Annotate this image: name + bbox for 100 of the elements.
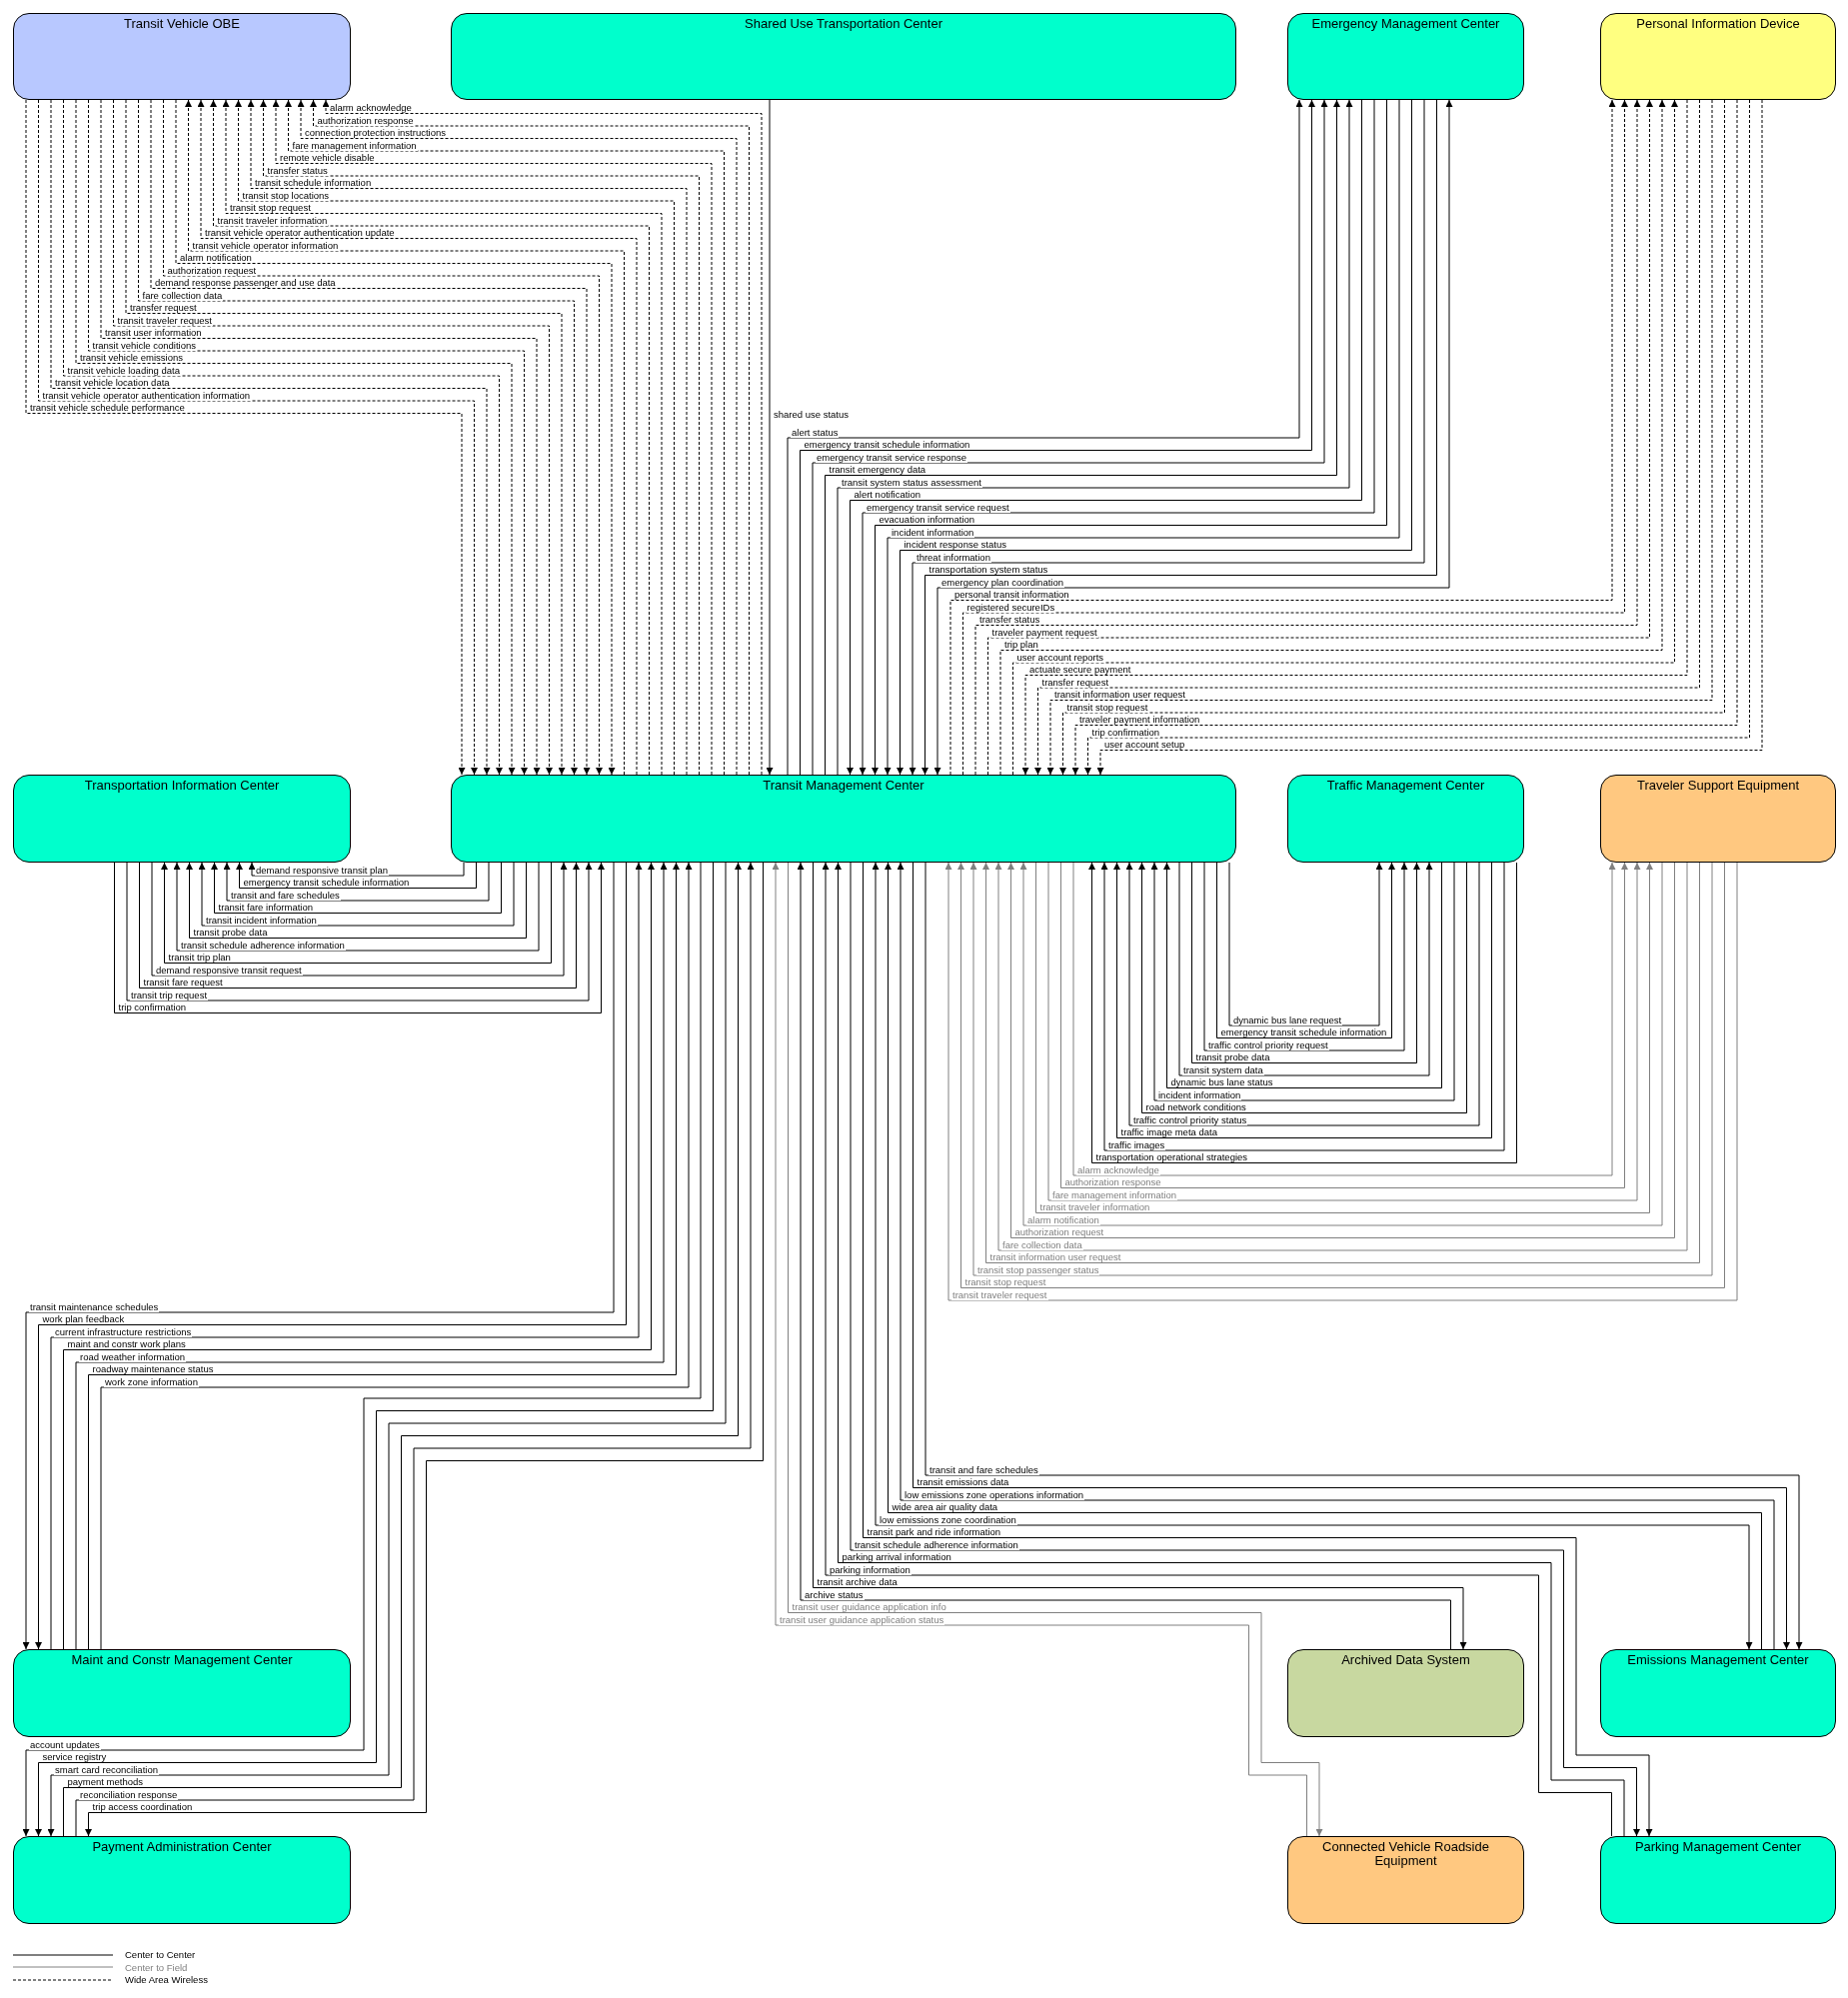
flow-label: trip plan — [1003, 639, 1039, 650]
system-name: Traveler Support Equipment — [1636, 779, 1800, 794]
flow-arrow — [186, 862, 527, 939]
flow-label: incident information — [891, 526, 975, 538]
flow-label: emergency plan coordination — [940, 576, 1064, 588]
system-box — [1287, 13, 1524, 100]
flow-label: incident response status — [903, 539, 1007, 550]
flow-arrow — [766, 99, 774, 776]
flow-label: traffic control priority status — [1132, 1113, 1248, 1125]
flow-label: service registry — [41, 1751, 108, 1762]
system-name: Traffic Management Center — [1326, 779, 1485, 794]
flow-label: transit archive data — [816, 1576, 899, 1587]
system-name: Emergency Management Center — [1311, 17, 1500, 32]
flow-label: traffic images — [1107, 1138, 1166, 1150]
flow-label: alarm notification — [179, 252, 253, 263]
flow-label: emergency transit schedule information — [242, 877, 411, 888]
flow-label: transit stop request — [1065, 701, 1149, 713]
flow-label: traveler payment request — [990, 626, 1098, 638]
system-name: Maint and Constr Management Center — [71, 1653, 293, 1668]
system-name: Transportation Information Center — [84, 779, 280, 794]
flow-label: transit stop request — [963, 1276, 1047, 1287]
flow-label: emergency transit schedule information — [1219, 1026, 1388, 1037]
flow-label: alarm notification — [1026, 1213, 1100, 1225]
system-box — [13, 1649, 351, 1737]
flow-label: emergency transit schedule information — [803, 439, 971, 450]
system-box — [1600, 775, 1836, 863]
flow-label: transit stop passenger status — [976, 1263, 1100, 1275]
flow-label: transit traveler information — [216, 214, 329, 226]
system-box — [13, 1836, 351, 1924]
system-box — [1287, 1649, 1524, 1737]
legend-label: Center to Center — [125, 1949, 196, 1960]
system-name: Emissions Management Center — [1627, 1653, 1809, 1668]
flow-label: transit park and ride information — [866, 1526, 1002, 1537]
flow-label: transit schedule information — [254, 177, 373, 188]
system-box — [1600, 13, 1836, 100]
flow-label: traffic image meta data — [1119, 1126, 1218, 1137]
flow-label: transit fare information — [217, 902, 314, 913]
flow-label: archive status — [804, 1588, 865, 1600]
flow-label: evacuation information — [878, 514, 976, 525]
system-name: Shared Use Transportation Center — [745, 17, 942, 32]
flow-label: current infrastructure restrictions — [54, 1325, 193, 1337]
flow-label: shared use status — [773, 408, 850, 420]
flow-label: low emissions zone coordination — [879, 1513, 1017, 1525]
flow-label: transit traveler request — [951, 1288, 1048, 1300]
flow-label: fare collection data — [1001, 1238, 1083, 1250]
flow-label: wide area air quality data — [891, 1501, 999, 1512]
flow-label: road network conditions — [1144, 1101, 1247, 1112]
flow-label: fare collection data — [141, 289, 224, 301]
flow-arrow — [198, 862, 515, 927]
flow-label: registered secureIDs — [965, 601, 1056, 613]
flow-label: transit traveler request — [116, 314, 213, 326]
flow-label: authorization request — [1013, 1226, 1105, 1237]
flow-label: dynamic bus lane status — [1169, 1076, 1274, 1087]
flow-label: transit schedule adherence information — [180, 939, 346, 951]
flow-label: transit vehicle conditions — [91, 339, 197, 351]
system-box — [1287, 775, 1524, 863]
flow-label: road weather information — [79, 1350, 187, 1362]
system-name: Payment Administration Center — [92, 1840, 272, 1855]
flow-arrow — [223, 862, 490, 902]
flow-label: transit trip request — [130, 989, 209, 1000]
flow-label: transit user guidance application info — [791, 1601, 947, 1612]
flow-arrow — [1191, 862, 1420, 1063]
flow-label: transit vehicle operator information — [191, 239, 340, 251]
system-name: Connected Vehicle Roadside Equipment — [1321, 1840, 1490, 1869]
system-box — [1600, 1836, 1836, 1924]
flow-label: transit schedule adherence information — [854, 1538, 1019, 1550]
flow-label: roadway maintenance status — [91, 1363, 215, 1374]
flow-label: transit and fare schedules — [230, 889, 341, 901]
system-name: Transit Vehicle OBE — [124, 17, 240, 32]
flow-label: transit stop request — [229, 202, 312, 213]
flow-label: transit vehicle operator authentication information — [41, 389, 252, 401]
flow-label: transfer request — [129, 302, 198, 313]
flow-arrow — [173, 862, 540, 952]
flow-label: parking arrival information — [841, 1551, 952, 1562]
flow-arrow — [248, 862, 465, 877]
legend-label: Wide Area Wireless — [125, 1974, 208, 1985]
flow-label: emergency transit service request — [866, 501, 1010, 513]
flow-label: alert notification — [853, 489, 923, 500]
flow-label: authorization request — [166, 264, 258, 276]
flow-label: demand responsive transit request — [155, 964, 303, 976]
flow-label: transit vehicle loading data — [66, 364, 181, 376]
flow-label: demand responsive transit plan — [255, 864, 390, 876]
flow-label: transit vehicle location data — [54, 377, 171, 388]
flow-label: demand response passenger and use data — [154, 277, 337, 288]
system-name: Transit Management Center — [763, 779, 924, 794]
flow-label: transit vehicle schedule performance — [29, 402, 186, 413]
flow-label: smart card reconciliation — [54, 1763, 159, 1775]
flow-label: traveler payment information — [1078, 714, 1201, 725]
flow-label: payment methods — [66, 1776, 144, 1787]
system-box — [13, 775, 351, 863]
flow-label: connection protection instructions — [304, 127, 447, 138]
flow-label: alarm acknowledge — [329, 102, 413, 113]
flow-label: transfer request — [1040, 676, 1110, 688]
flow-label: transit probe data — [1194, 1051, 1271, 1062]
system-name: Personal Information Device — [1636, 17, 1800, 32]
flow-label: transit stop locations — [241, 189, 331, 201]
flow-label: trip confirmation — [1090, 726, 1161, 738]
flow-label: work zone information — [104, 1375, 199, 1387]
flow-arrow — [211, 862, 502, 914]
flow-label: alarm acknowledge — [1076, 1163, 1160, 1175]
